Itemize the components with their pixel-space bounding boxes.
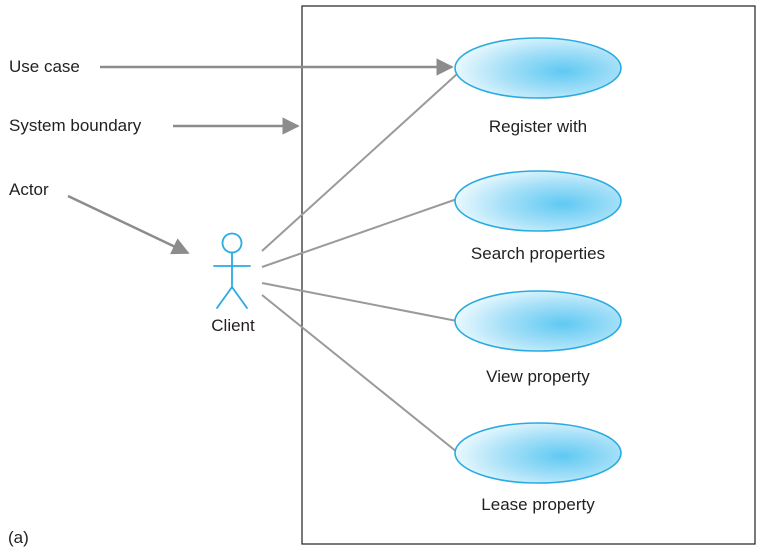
association-lease [261, 294, 458, 453]
use-case-search-label: Search properties [470, 244, 606, 263]
figure-label: (a) [8, 528, 29, 547]
system-boundary [301, 5, 756, 545]
association-search [261, 198, 458, 268]
use-case-view-ellipse [454, 290, 622, 352]
actor-annotation-label: Actor [9, 180, 49, 199]
actor-name-label: Client [211, 316, 255, 335]
system-boundary-annotation-label: System boundary [9, 116, 142, 135]
stick-figure-icon [213, 232, 251, 309]
actor-annotation-arrow [67, 194, 190, 255]
association-register [261, 73, 458, 252]
use-case-lease-ellipse [454, 422, 622, 484]
use-case-search-ellipse [454, 170, 622, 232]
use-case-register-label: Register with [488, 117, 588, 136]
association-view [261, 282, 458, 322]
use-case-annotation-label: Use case [9, 57, 80, 76]
use-case-lease-label: Lease property [481, 495, 595, 514]
use-case-view-label: View property [486, 367, 590, 386]
use-case-register-ellipse [454, 37, 622, 99]
